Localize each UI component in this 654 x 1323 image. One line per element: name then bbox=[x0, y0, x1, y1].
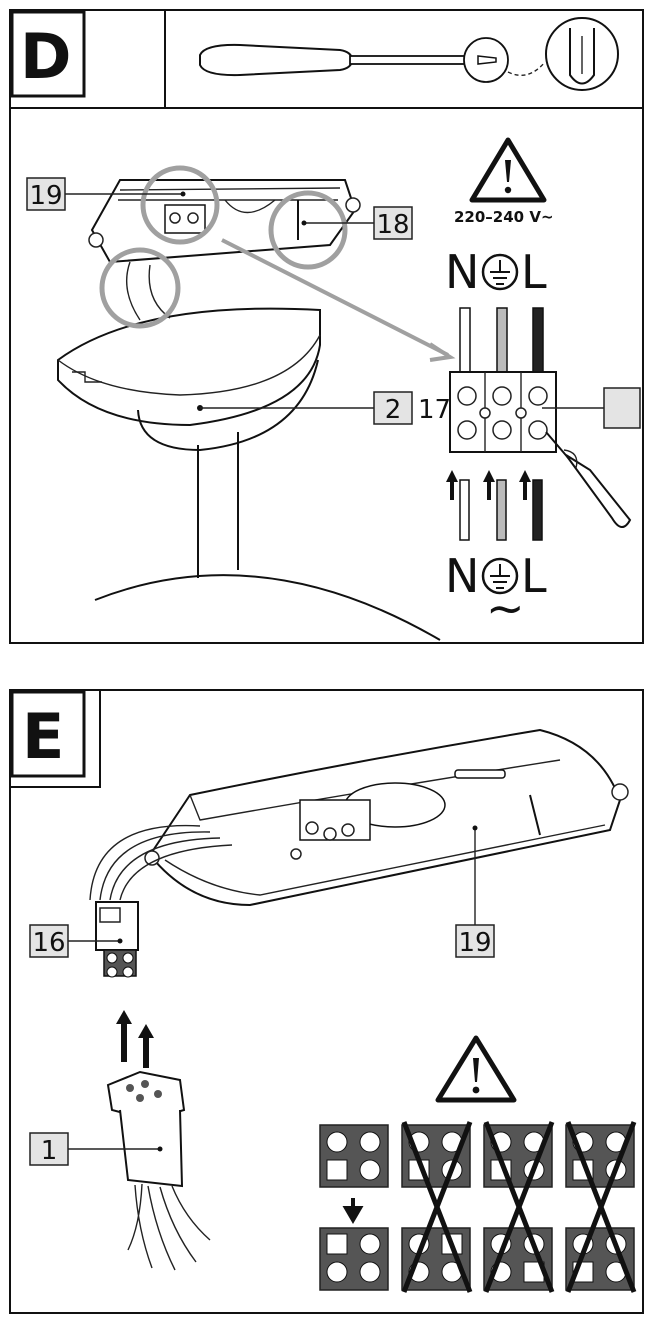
plug-wrong-3 bbox=[565, 1121, 637, 1293]
panel-e-letter-box bbox=[10, 690, 86, 778]
panel-d: D bbox=[9, 9, 644, 644]
callout-1-label: 1 bbox=[41, 1136, 58, 1166]
callout-19-e bbox=[455, 924, 495, 958]
ac-symbol: ~ bbox=[486, 581, 525, 635]
panel-d-letter: D bbox=[20, 20, 71, 93]
plug-correct-top bbox=[319, 1124, 389, 1188]
terminal-l-bottom: L bbox=[521, 549, 547, 603]
callout-19-d-label: 19 bbox=[29, 181, 62, 211]
callout-2 bbox=[373, 391, 413, 425]
terminal-n-bottom: N bbox=[445, 549, 479, 603]
connector-1 bbox=[106, 1070, 211, 1271]
warning-triangle-icon bbox=[435, 1035, 517, 1103]
panel-e: E bbox=[9, 689, 644, 1314]
terminal-block bbox=[449, 371, 557, 453]
callout-16-label: 16 bbox=[32, 928, 65, 958]
terminal-l-top: L bbox=[521, 245, 547, 299]
terminal-n-top: N bbox=[445, 245, 479, 299]
plug-wrong-1 bbox=[401, 1121, 473, 1293]
warning-triangle-icon bbox=[469, 137, 547, 203]
plug-correct-bottom bbox=[319, 1227, 389, 1291]
connector-16 bbox=[95, 901, 139, 978]
screwdriver-icon bbox=[199, 17, 619, 91]
callout-blank-d bbox=[603, 387, 641, 429]
ground-symbol-icon bbox=[481, 557, 519, 595]
voltage-label: 220–240 V~ bbox=[454, 208, 554, 226]
plug-wrong-2 bbox=[483, 1121, 555, 1293]
plug-orientation-grid bbox=[319, 1121, 637, 1293]
callout-17-label: 17 bbox=[418, 395, 451, 425]
ground-symbol-icon bbox=[481, 253, 519, 291]
panel-e-letter: E bbox=[22, 700, 64, 773]
ceiling-lamp-base bbox=[57, 179, 441, 641]
callout-18-label: 18 bbox=[376, 210, 409, 240]
callout-2-label: 2 bbox=[385, 395, 402, 425]
panel-d-letter-box bbox=[10, 10, 86, 98]
callout-19-e-label: 19 bbox=[458, 928, 491, 958]
highlight-circles bbox=[99, 165, 456, 362]
small-screwdriver-icon bbox=[545, 431, 632, 528]
mounting-plate bbox=[144, 728, 629, 907]
